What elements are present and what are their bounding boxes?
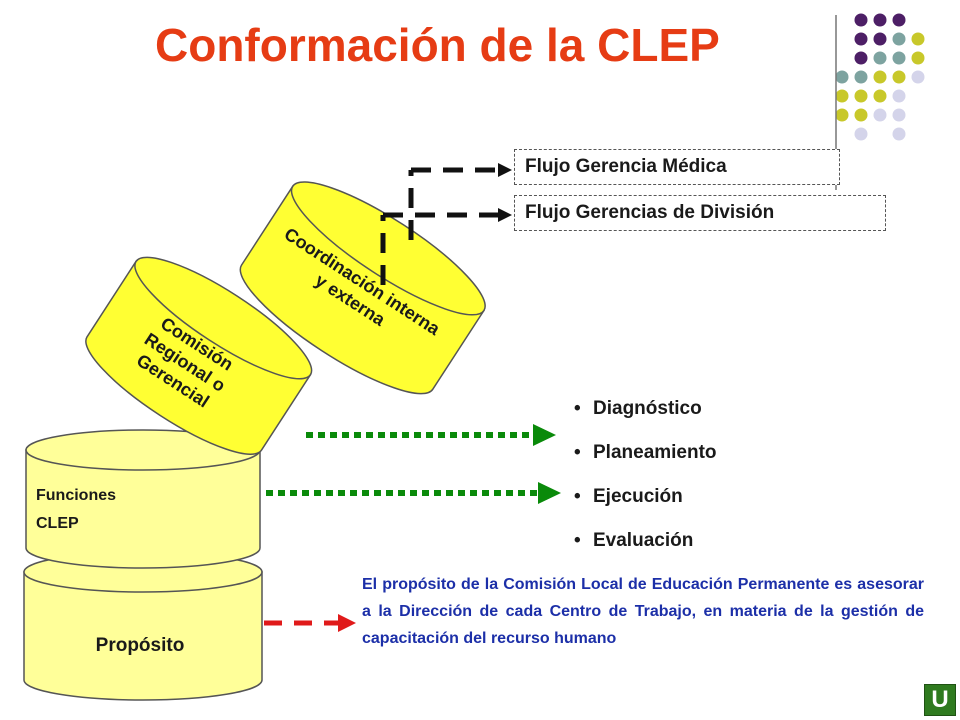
decorative-dot: [892, 89, 906, 103]
cylinder-functions: Funciones CLEP: [25, 429, 261, 569]
arrowhead-medical: [498, 163, 512, 177]
cylinder-commission: Comisión Regional o Gerencial: [85, 256, 313, 455]
activity-label: Planeamiento: [593, 442, 717, 463]
decorative-dot: [854, 70, 868, 84]
decorative-dot: [854, 32, 868, 46]
decorative-dot: [892, 13, 906, 27]
cylinder-functions-label-line-1: Funciones: [36, 487, 116, 504]
bullet-icon: •: [574, 530, 581, 551]
decorative-dot: [873, 89, 887, 103]
activity-item: • Evaluación: [574, 524, 717, 568]
decorative-dot: [835, 70, 849, 84]
arrowhead-purpose: [338, 614, 356, 632]
activity-label: Ejecución: [593, 486, 683, 507]
decorative-dot: [854, 127, 868, 141]
activity-label: Diagnóstico: [593, 398, 702, 419]
flow-box-medical: Flujo Gerencia Médica: [514, 149, 840, 185]
decorative-dot: [892, 70, 906, 84]
cylinder-functions-label-line-2: CLEP: [36, 515, 79, 532]
decorative-dot: [854, 13, 868, 27]
flow-connectors: [380, 167, 498, 285]
bullet-icon: •: [574, 486, 581, 507]
activity-item: • Diagnóstico: [574, 392, 717, 436]
decorative-dot: [892, 32, 906, 46]
u-turn-arrow-icon[interactable]: U: [924, 684, 956, 716]
purpose-description: El propósito de la Comisión Local de Edu…: [362, 576, 924, 647]
bullet-icon: •: [574, 398, 581, 419]
decorative-dot: [911, 70, 925, 84]
decorative-dot: [835, 108, 849, 122]
decorative-dot: [873, 70, 887, 84]
arrowhead-division: [498, 208, 512, 222]
decorative-dot: [911, 51, 925, 65]
cylinder-purpose-label: Propósito: [96, 635, 185, 656]
decorative-dot: [892, 108, 906, 122]
activity-label: Evaluación: [593, 530, 694, 551]
cylinder-coordination: Coordinación interna y externa: [239, 181, 486, 395]
decorative-dot: [892, 51, 906, 65]
decorative-dot: [892, 127, 906, 141]
decorative-dot: [873, 13, 887, 27]
activity-item: • Ejecución: [574, 480, 717, 524]
decorative-dot: [911, 32, 925, 46]
bullet-icon: •: [574, 442, 581, 463]
decorative-dot: [873, 108, 887, 122]
flow-box-division: Flujo Gerencias de División: [514, 195, 886, 231]
decorative-dot: [854, 108, 868, 122]
arrowhead-functions: [538, 482, 561, 504]
cylinder-purpose: Propósito: [23, 551, 263, 701]
decorative-dot: [873, 51, 887, 65]
arrowhead-commission: [533, 424, 556, 446]
activity-item: • Planeamiento: [574, 436, 717, 480]
decorative-dot: [835, 89, 849, 103]
decorative-dot: [854, 89, 868, 103]
activities-list: • Diagnóstico • Planeamiento • Ejecución • E…: [574, 392, 717, 568]
home-button-label: U: [931, 686, 949, 713]
decorative-dot: [854, 51, 868, 65]
decorative-dot-grid: [835, 13, 925, 141]
page-title: Conformación de la CLEP: [155, 19, 720, 71]
decorative-dot: [873, 32, 887, 46]
